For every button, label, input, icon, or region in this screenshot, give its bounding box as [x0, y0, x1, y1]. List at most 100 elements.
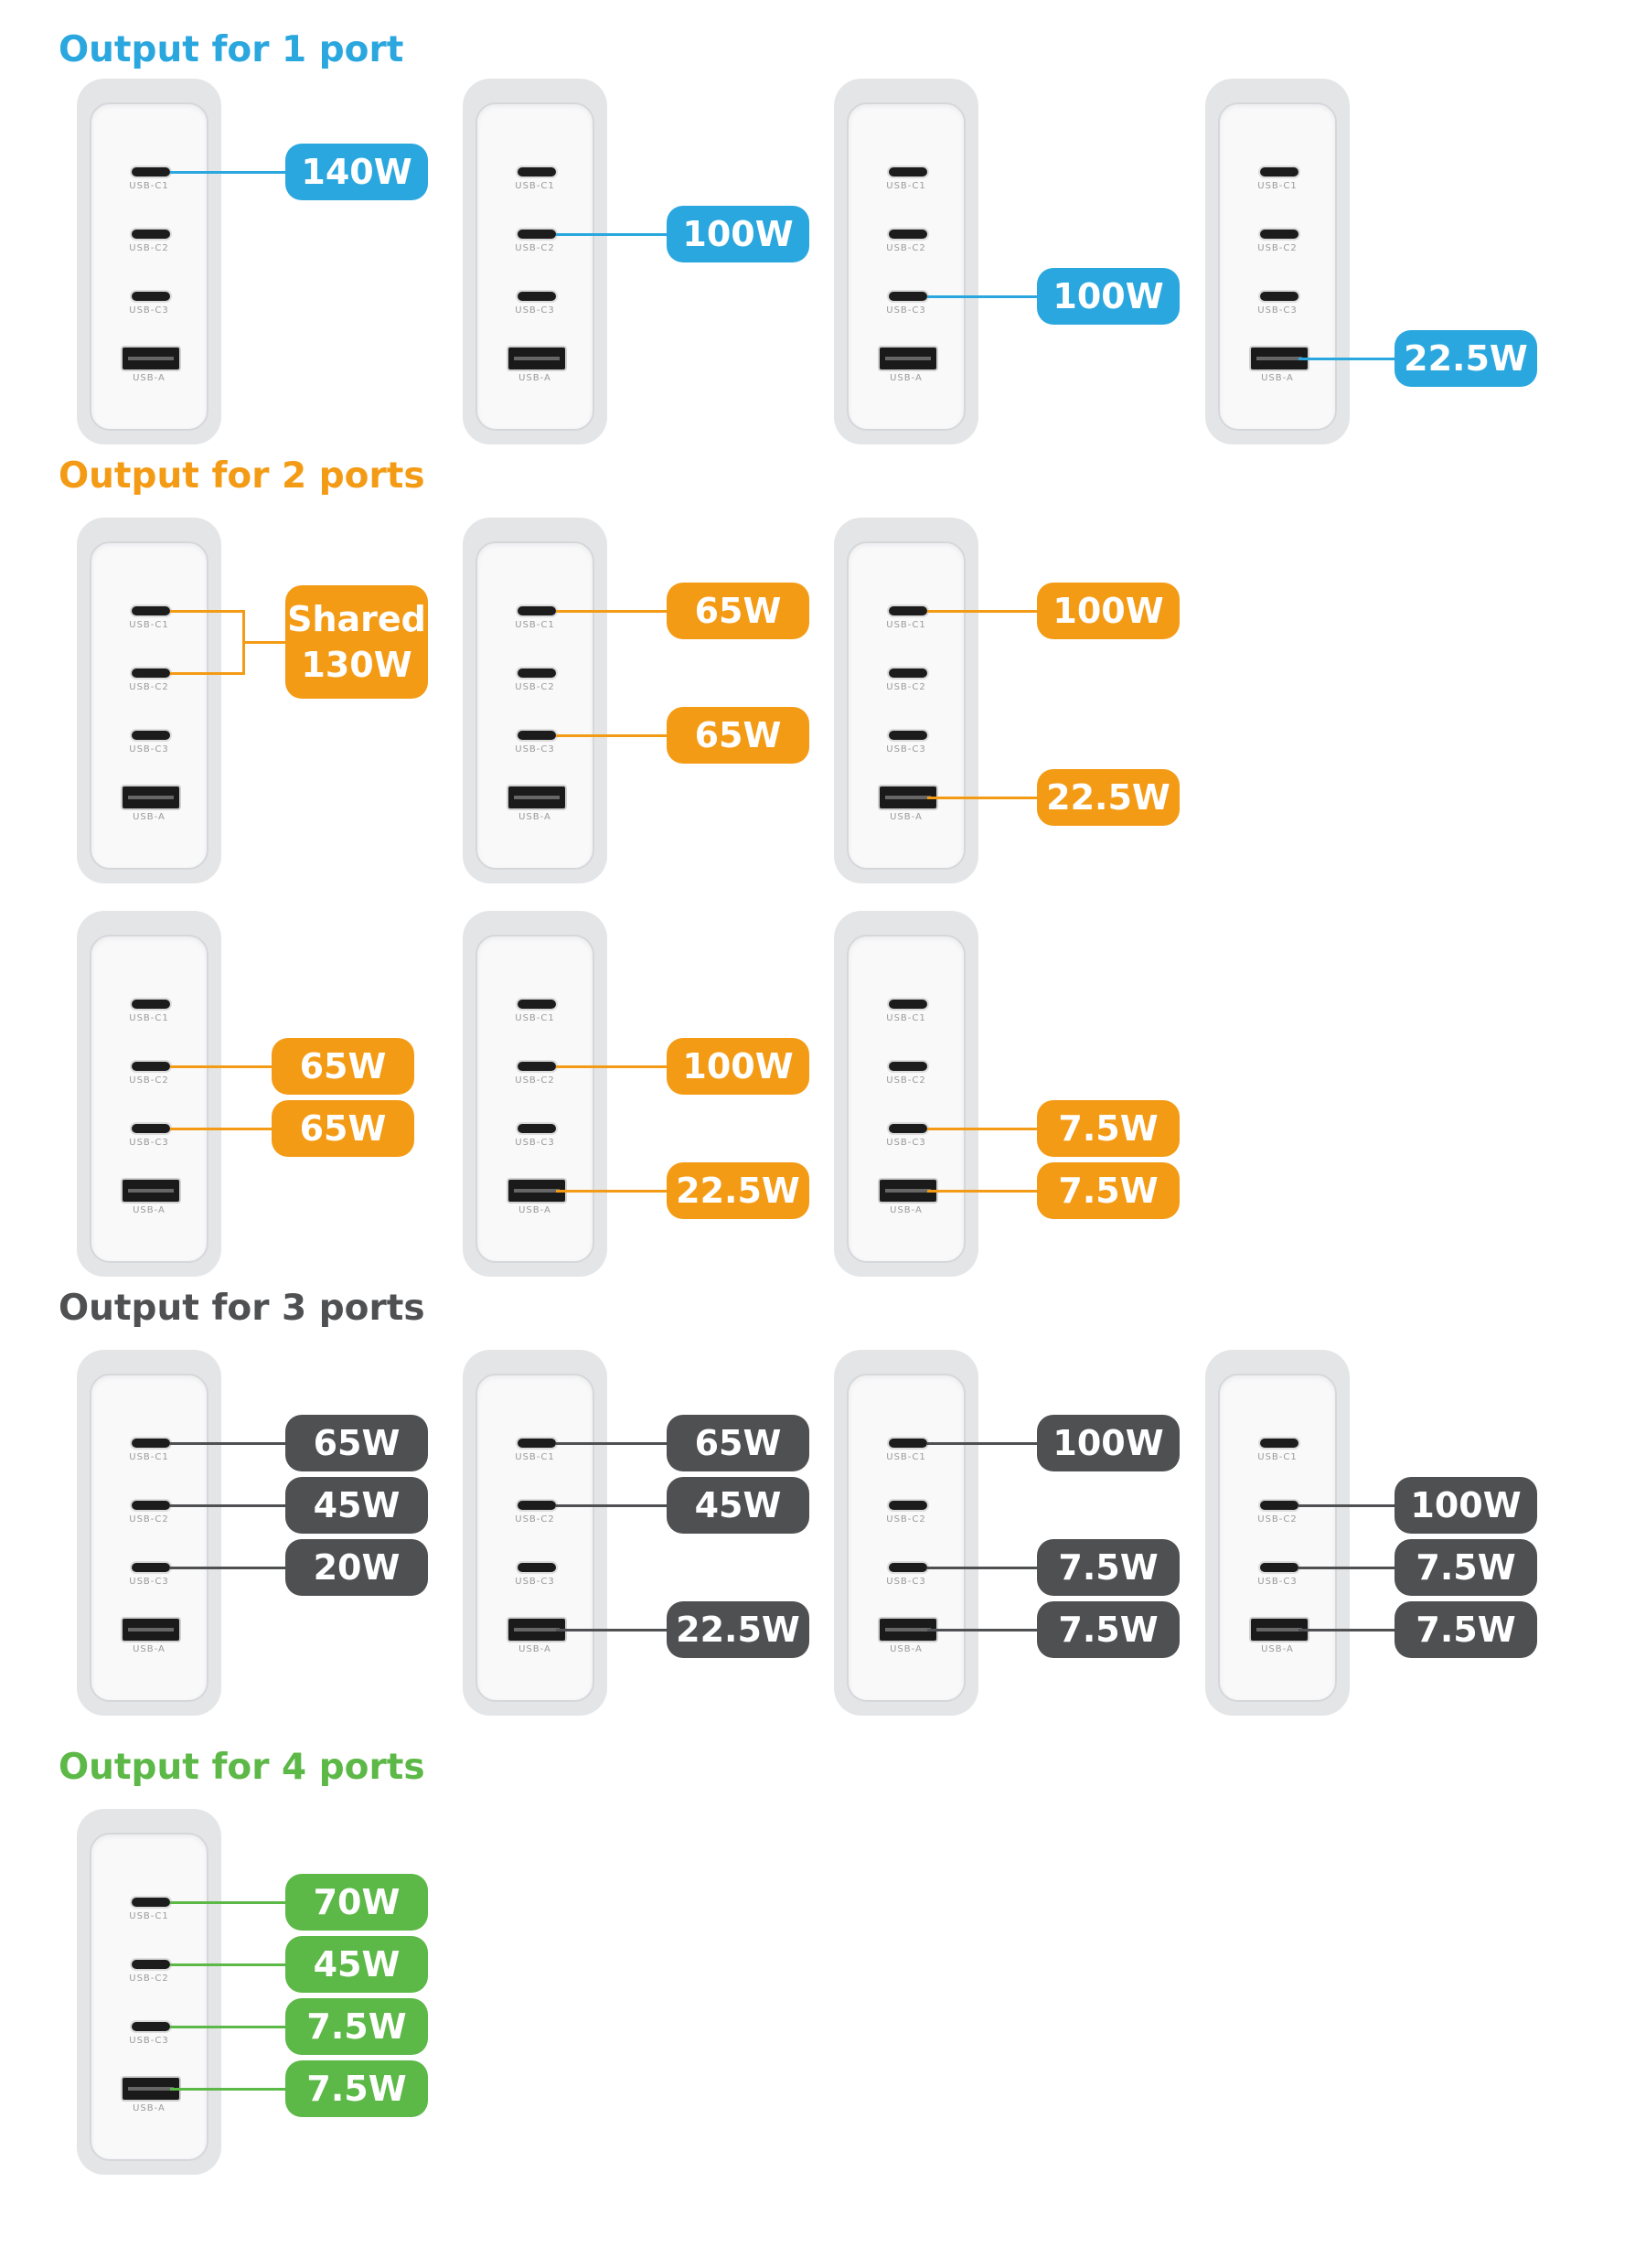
- usb-c1-port: [132, 1000, 170, 1009]
- port-label-c2: USB-C2: [129, 1974, 169, 1984]
- usb-c3-port: [518, 731, 556, 740]
- port-label-c1: USB-C1: [886, 1452, 926, 1462]
- port-label-c2: USB-C2: [1257, 243, 1298, 253]
- badge-2port-c1c3-c1: 65W: [667, 583, 809, 639]
- port-label-c2: USB-C2: [886, 243, 926, 253]
- usb-a-port: [123, 786, 179, 808]
- usb-c2-port: [132, 669, 170, 678]
- badge-2port-c2c3-c3: 65W: [272, 1100, 414, 1157]
- usb-c3-port: [889, 731, 927, 740]
- connector-line: [556, 1629, 667, 1631]
- port-label-c2: USB-C2: [515, 682, 555, 692]
- heading-two-ports: Output for 2 ports: [59, 455, 425, 497]
- port-label-a: USB-A: [518, 1205, 551, 1215]
- connector-line: [170, 1504, 285, 1507]
- badge-4port-c2: 45W: [285, 1936, 428, 1993]
- port-label-a: USB-A: [890, 1644, 923, 1654]
- port-label-c1: USB-C1: [515, 181, 555, 191]
- port-label-c3: USB-C3: [515, 305, 555, 316]
- port-label-a: USB-A: [133, 2103, 166, 2113]
- charger-face: [847, 935, 966, 1263]
- connector-line: [556, 1065, 667, 1068]
- port-label-c1: USB-C1: [886, 620, 926, 630]
- badge-3port-2-c1: 65W: [667, 1415, 809, 1471]
- connector-line: [927, 1128, 1037, 1130]
- usb-c1-port: [132, 606, 170, 615]
- connector-line: [927, 295, 1037, 298]
- usb-c2-port: [889, 1501, 927, 1510]
- badge-3port-3-c1: 100W: [1037, 1415, 1180, 1471]
- badge-2port-c1a-a: 22.5W: [1037, 769, 1180, 826]
- port-label-c2: USB-C2: [1257, 1514, 1298, 1524]
- usb-c1-port: [132, 1898, 170, 1907]
- badge-3port-1-c1: 65W: [285, 1415, 428, 1471]
- usb-a-port: [508, 1619, 565, 1641]
- usb-c3-port: [1260, 292, 1298, 301]
- connector-line: [170, 1442, 285, 1445]
- badge-2port-c1c3-c3: 65W: [667, 707, 809, 764]
- port-label-c2: USB-C2: [515, 1514, 555, 1524]
- usb-c1-port: [518, 1439, 556, 1448]
- usb-a-port: [123, 348, 179, 369]
- usb-c2-port: [1260, 1501, 1298, 1510]
- port-label-c3: USB-C3: [129, 744, 169, 754]
- port-label-a: USB-A: [890, 373, 923, 383]
- badge-3port-3-a: 7.5W: [1037, 1601, 1180, 1658]
- port-label-c1: USB-C1: [129, 1013, 169, 1023]
- connector-line: [927, 1567, 1037, 1569]
- badge-shared: Shared 130W: [285, 585, 428, 699]
- port-label-c3: USB-C3: [515, 1577, 555, 1587]
- connector-line: [556, 610, 667, 613]
- usb-c3-port: [132, 292, 170, 301]
- badge-shared-line1: Shared: [287, 599, 426, 639]
- connector-line: [927, 1629, 1037, 1631]
- connector-line: [556, 1190, 667, 1193]
- badge-4port-a: 7.5W: [285, 2060, 428, 2117]
- port-label-a: USB-A: [1261, 373, 1294, 383]
- port-label-c3: USB-C3: [515, 1138, 555, 1148]
- port-label-c1: USB-C1: [129, 1911, 169, 1921]
- port-label-c3: USB-C3: [1257, 305, 1298, 316]
- charger-face: [847, 541, 966, 870]
- port-label-c1: USB-C1: [886, 181, 926, 191]
- usb-c1-port: [889, 1439, 927, 1448]
- port-label-a: USB-A: [518, 812, 551, 822]
- badge-2port-c2a-c2: 100W: [667, 1038, 809, 1095]
- badge-shared-line2: 130W: [301, 645, 412, 685]
- usb-c3-port: [889, 1124, 927, 1133]
- port-label-a: USB-A: [1261, 1644, 1294, 1654]
- charger-face: [1218, 1374, 1337, 1702]
- badge-3port-2-a: 22.5W: [667, 1601, 809, 1658]
- connector-line: [1298, 1567, 1395, 1569]
- usb-c2-port: [518, 669, 556, 678]
- badge-3port-4-a: 7.5W: [1395, 1601, 1537, 1658]
- usb-c2-port: [1260, 230, 1298, 239]
- port-label-c3: USB-C3: [886, 1577, 926, 1587]
- charger-face: [90, 1833, 208, 2161]
- usb-c1-port: [132, 167, 170, 177]
- usb-c3-port: [518, 1563, 556, 1572]
- usb-c2-port: [889, 1062, 927, 1071]
- connector-line: [927, 610, 1037, 613]
- badge-3port-2-c2: 45W: [667, 1477, 809, 1534]
- connector-line: [927, 1190, 1037, 1193]
- usb-a-port: [123, 1180, 179, 1202]
- connector-line: [927, 1442, 1037, 1445]
- charger-face: [90, 541, 208, 870]
- usb-c2-port: [132, 230, 170, 239]
- usb-c2-port: [889, 669, 927, 678]
- usb-c3-port: [518, 292, 556, 301]
- usb-c3-port: [132, 1563, 170, 1572]
- badge-2port-c1a-c1: 100W: [1037, 583, 1180, 639]
- connector-line: [556, 1504, 667, 1507]
- connector-line: [243, 641, 285, 644]
- usb-a-port: [880, 1619, 936, 1641]
